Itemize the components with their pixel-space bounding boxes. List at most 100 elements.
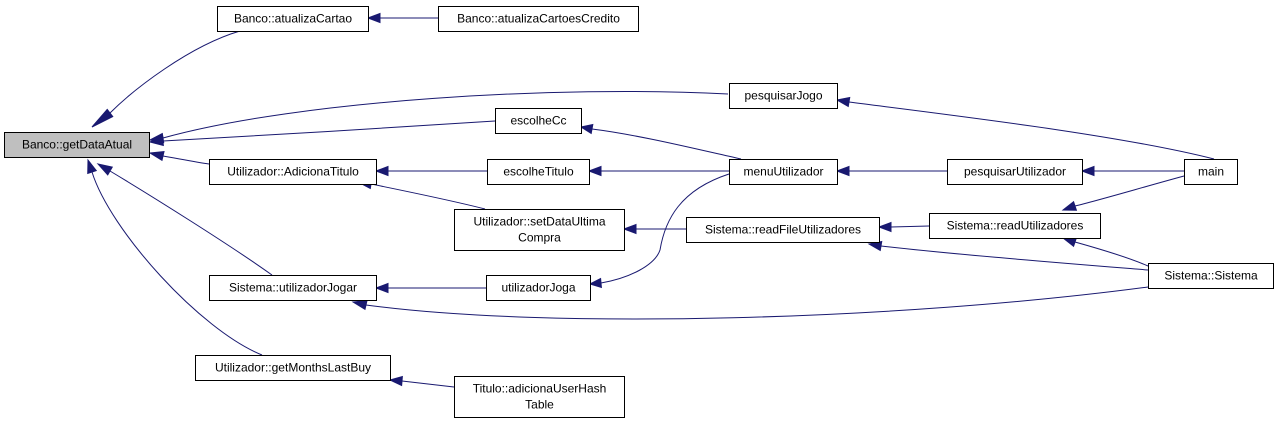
edge-atualizaCartoesCredito-to-atualizaCartao: [366, 12, 438, 24]
edge-escolheTitulo-to-adicionaTitulo: [374, 165, 487, 177]
node-sistemaSistema[interactable]: Sistema::Sistema: [1148, 263, 1274, 289]
edge-pesquisarUtilizador-to-menuUtilizador: [835, 165, 947, 177]
edge-readFileUtilizadores-to-setDataUltimaCompra: [622, 223, 686, 235]
edge-sistemaSistema-to-readUtilizadores: [1061, 237, 1149, 267]
arrowhead: [1080, 165, 1095, 177]
node-label: Banco::getDataAtual: [22, 138, 132, 152]
edge-escolheCc-to-getDataAtual: [148, 120, 496, 147]
node-box: [4, 132, 150, 158]
arrowhead: [588, 277, 602, 289]
edge-adicionaUserHashTable-to-getMonthsLastBuy: [388, 375, 455, 388]
arrowhead: [374, 282, 389, 294]
node-box: [454, 209, 625, 251]
node-label: Sistema::utilizadorJogar: [229, 281, 357, 295]
node-label: pesquisarUtilizador: [964, 165, 1066, 179]
node-box: [195, 355, 391, 381]
node-label: Banco::atualizaCartoesCredito: [457, 12, 620, 26]
node-utilizadorJogar[interactable]: Sistema::utilizadorJogar: [209, 275, 377, 301]
node-utilizadorJoga[interactable]: utilizadorJoga: [486, 275, 591, 301]
edge-line: [109, 30, 241, 114]
node-label: menuUtilizador: [743, 165, 823, 179]
arrowhead: [622, 223, 637, 235]
edge-sistemaSistema-to-readFileUtilizadores: [867, 240, 1149, 271]
edge-pesquisarJogo-to-getDataAtual: [148, 90, 729, 144]
edge-line: [848, 101, 1215, 160]
node-atualizaCartoesCredito[interactable]: Banco::atualizaCartoesCredito: [438, 6, 639, 32]
node-label: main: [1198, 165, 1224, 179]
arrowhead: [1061, 237, 1078, 248]
edge-line: [365, 286, 1149, 320]
edge-sistemaSistema-to-utilizadorJogar: [351, 286, 1149, 320]
node-label: escolheTitulo: [503, 165, 574, 179]
arrowhead: [835, 165, 850, 177]
arrowhead: [579, 123, 594, 135]
node-readFileUtilizadores[interactable]: Sistema::readFileUtilizadores: [686, 217, 880, 243]
node-box: [438, 6, 639, 32]
node-pesquisarUtilizador[interactable]: pesquisarUtilizador: [947, 159, 1083, 185]
node-escolheTitulo[interactable]: escolheTitulo: [487, 159, 590, 185]
edge-line: [591, 128, 742, 160]
node-pesquisarJogo[interactable]: pesquisarJogo: [729, 83, 838, 109]
node-label: utilizadorJoga: [501, 281, 575, 295]
node-escolheCc[interactable]: escolheCc: [495, 108, 582, 134]
node-label: Utilizador::getMonthsLastBuy: [215, 361, 371, 375]
edge-line: [890, 225, 930, 228]
arrowhead: [587, 165, 602, 177]
node-label: Table: [525, 398, 554, 412]
edge-utilizadorJoga-to-utilizadorJogar: [374, 282, 486, 294]
arrowhead: [1061, 200, 1078, 211]
edge-menuUtilizador-to-utilizadorJoga: [588, 173, 730, 289]
node-box: [947, 159, 1083, 185]
edge-line: [401, 380, 455, 388]
edge-adicionaTitulo-to-getDataAtual: [148, 151, 210, 165]
node-readUtilizadores[interactable]: Sistema::readUtilizadores: [929, 213, 1101, 239]
node-box: [454, 376, 625, 418]
edge-menuUtilizador-to-escolheCc: [579, 123, 742, 160]
arrowhead: [877, 221, 892, 233]
edge-setDataUltimaCompra-to-adicionaTitulo: [356, 178, 486, 210]
arrowhead: [366, 12, 381, 24]
node-box: [486, 275, 591, 301]
edge-readUtilizadores-to-readFileUtilizadores: [877, 221, 930, 233]
node-label: pesquisarJogo: [744, 89, 822, 103]
node-atualizaCartao[interactable]: Banco::atualizaCartao: [217, 6, 369, 32]
node-label: Compra: [518, 231, 561, 245]
arrowhead: [148, 135, 164, 147]
edge-main-to-readUtilizadores: [1061, 175, 1185, 211]
node-box: [929, 213, 1101, 239]
node-main[interactable]: main: [1184, 159, 1238, 185]
edge-atualizaCartao-to-getDataAtual: [91, 30, 241, 128]
arrowhead: [835, 96, 851, 108]
arrowhead: [374, 165, 389, 177]
node-label: Banco::atualizaCartao: [234, 12, 352, 26]
node-label: Sistema::Sistema: [1164, 269, 1258, 283]
node-getDataAtual[interactable]: Banco::getDataAtual: [4, 132, 150, 158]
arrowhead: [351, 300, 368, 311]
node-box: [495, 108, 582, 134]
node-box: [686, 217, 880, 243]
node-adicionaTitulo[interactable]: Utilizador::AdicionaTitulo: [209, 159, 377, 185]
arrowhead: [96, 163, 114, 176]
call-edges: [87, 12, 1215, 388]
edge-line: [109, 170, 273, 276]
node-menuUtilizador[interactable]: menuUtilizador: [729, 159, 838, 185]
node-label: escolheCc: [510, 114, 566, 128]
edge-main-to-pesquisarUtilizador: [1080, 165, 1184, 177]
node-label: Sistema::readUtilizadores: [947, 219, 1084, 233]
function-nodes: Banco::getDataAtual Banco::atualizaCartao…: [4, 6, 1274, 418]
node-box: [729, 159, 838, 185]
node-box: [209, 275, 377, 301]
edge-line: [1074, 175, 1185, 207]
edge-line: [162, 120, 496, 142]
arrowhead: [388, 375, 403, 387]
edge-getMonthsLastBuy-to-getDataAtual: [87, 158, 263, 356]
node-box: [1148, 263, 1274, 289]
edge-line: [370, 183, 486, 210]
node-getMonthsLastBuy[interactable]: Utilizador::getMonthsLastBuy: [195, 355, 391, 381]
edge-line: [91, 171, 263, 356]
arrowhead: [87, 158, 98, 175]
edge-main-to-pesquisarJogo: [835, 96, 1215, 160]
